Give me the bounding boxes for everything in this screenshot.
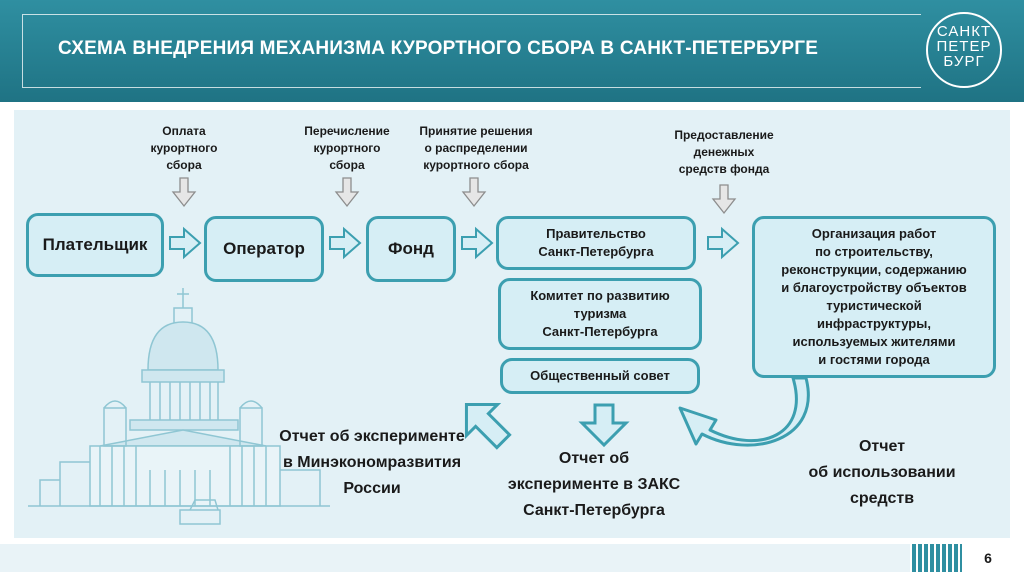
provision-line-3: средств фонда <box>678 162 770 176</box>
zaks-report-line-2: эксперименте в ЗАКС <box>507 476 681 493</box>
provision-line-2: денежных <box>693 145 755 159</box>
organization-line-1: Организация работ <box>811 226 937 241</box>
government-to-organization-arrow <box>707 228 739 258</box>
decision-line-1: Принятие решения <box>419 124 533 138</box>
payer-box: Плательщик <box>26 213 164 277</box>
fund-to-government-arrow <box>461 228 493 258</box>
footer-bar <box>0 544 910 572</box>
page-title: СХЕМА ВНЕДРЕНИЯ МЕХАНИЗМА КУРОРТНОГО СБО… <box>58 38 819 59</box>
committee-line-1: Комитет по развитию <box>530 288 670 303</box>
transfer-label: Перечисление курортного сбора <box>292 123 402 174</box>
provision-label: Предоставление денежных средств фонда <box>666 127 782 178</box>
usage-report: Отчет об использовании средств <box>790 434 974 512</box>
committee-line-3: Санкт-Петербурга <box>542 324 658 339</box>
transfer-down-arrow <box>335 177 359 207</box>
zaks-report: Отчет об эксперименте в ЗАКС Санкт-Петер… <box>496 446 692 524</box>
operator-label: Оператор <box>223 239 305 258</box>
transfer-line-2: курортного <box>313 141 381 155</box>
payment-line-1: Оплата <box>162 124 206 138</box>
zaks-report-line-3: Санкт-Петербурга <box>523 502 665 519</box>
zaks-report-line-1: Отчет об <box>558 450 630 467</box>
organization-line-6: инфраструктуры, <box>817 316 931 331</box>
council-box: Общественный совет <box>500 358 700 394</box>
committee-box: Комитет по развитию туризма Санкт-Петерб… <box>498 278 702 350</box>
organization-line-8: и гостями города <box>818 352 930 367</box>
payment-line-3: сбора <box>166 158 202 172</box>
provision-down-arrow <box>712 184 736 214</box>
usage-report-curved-arrow <box>678 376 810 447</box>
organization-line-3: реконструкции, содержанию <box>781 262 967 277</box>
payer-to-operator-arrow <box>169 228 201 258</box>
usage-report-line-1: Отчет <box>858 438 906 455</box>
logo-line-2: ПЕТЕР <box>936 38 992 55</box>
payment-down-arrow <box>172 177 196 207</box>
ministry-report-line-3: России <box>343 480 401 497</box>
operator-box: Оператор <box>204 216 324 282</box>
payment-line-2: курортного <box>150 141 218 155</box>
payer-label: Плательщик <box>42 235 148 254</box>
government-line-1: Правительство <box>546 226 646 241</box>
ministry-report-line-1: Отчет об эксперименте <box>279 428 465 445</box>
footer-stripes <box>912 544 962 572</box>
logo-line-3: БУРГ <box>943 53 985 70</box>
organization-line-5: туристической <box>826 298 922 313</box>
zaks-report-arrow <box>580 403 628 447</box>
decision-line-3: курортного сбора <box>423 158 529 172</box>
committee-line-2: туризма <box>573 306 627 321</box>
organization-line-7: используемых жителями <box>792 334 956 349</box>
organization-box: Организация работ по строительству, реко… <box>752 216 996 378</box>
operator-to-fund-arrow <box>329 228 361 258</box>
payment-label: Оплата курортного сбора <box>134 123 234 174</box>
usage-report-line-2: об использовании <box>808 464 956 481</box>
logo-line-1: САНКТ <box>936 23 992 40</box>
council-label: Общественный совет <box>530 368 670 383</box>
ministry-report-line-2: в Минэкономразвития <box>282 454 462 471</box>
header-bar <box>0 0 1024 102</box>
spb-logo: САНКТ ПЕТЕР БУРГ <box>926 12 1002 88</box>
decision-label: Принятие решения о распределении курортн… <box>410 123 542 174</box>
transfer-line-3: сбора <box>329 158 365 172</box>
transfer-line-1: Перечисление <box>304 124 390 138</box>
organization-line-4: и благоустройству объектов <box>781 280 967 295</box>
organization-line-2: по строительству, <box>815 244 933 259</box>
decision-line-2: о распределении <box>424 141 528 155</box>
ministry-report: Отчет об эксперименте в Минэкономразвити… <box>262 424 482 502</box>
fund-box: Фонд <box>366 216 456 282</box>
page-number: 6 <box>966 544 1010 572</box>
government-box: Правительство Санкт-Петербурга <box>496 216 696 270</box>
provision-line-1: Предоставление <box>674 128 774 142</box>
header-frame <box>22 14 921 88</box>
government-line-2: Санкт-Петербурга <box>538 244 654 259</box>
ministry-report-arrow <box>464 402 512 450</box>
fund-label: Фонд <box>388 239 434 258</box>
usage-report-line-3: средств <box>849 490 915 507</box>
decision-down-arrow <box>462 177 486 207</box>
